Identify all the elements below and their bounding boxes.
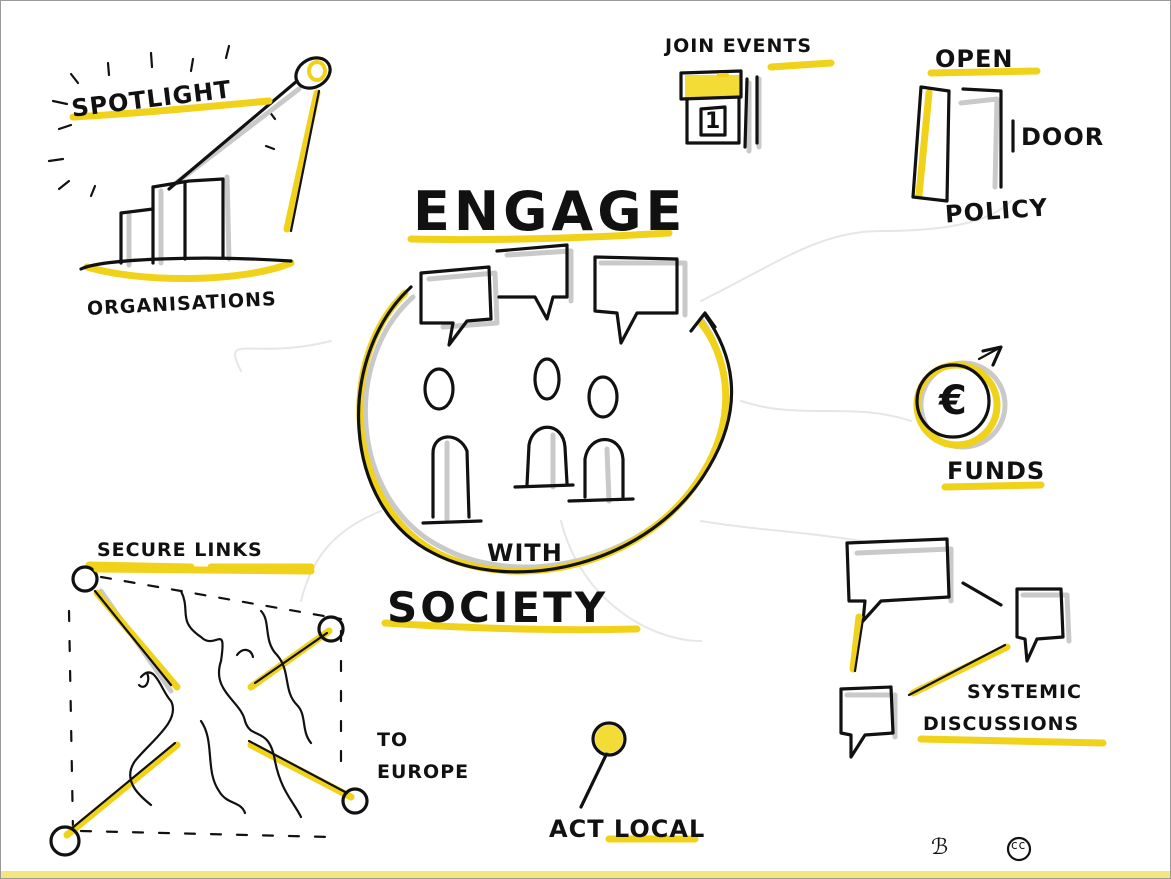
funds-underline [941, 481, 1045, 491]
speech-bubble-icon [419, 243, 688, 347]
creative-commons-icon [1006, 836, 1032, 862]
society-underline [381, 619, 641, 634]
society-title: SOCIETY [387, 583, 609, 632]
join-events-underline [767, 59, 835, 71]
euro-symbol: € [939, 378, 968, 424]
secure-links-underline [93, 565, 315, 575]
funds-label: FUNDS [947, 457, 1046, 485]
background-connectors [234, 200, 1012, 642]
map-pin-icon [579, 721, 627, 809]
door-label: DOOR [1021, 123, 1105, 151]
engage-underline [407, 229, 673, 244]
to-label: TO [377, 729, 409, 751]
europe-label: EUROPE [377, 761, 470, 783]
calendar-icon [679, 69, 762, 154]
euro-coin-icon [913, 345, 1008, 450]
act-local-label: ACT LOCAL [549, 815, 706, 843]
engage-title: ENGAGE [413, 180, 687, 243]
spotlight-icon [47, 44, 332, 233]
cc-label: cc [1011, 838, 1027, 852]
systemic-label: SYSTEMIC [967, 681, 1082, 703]
discussions-label: DISCUSSIONS [923, 713, 1080, 735]
artist-signature: ℬ [931, 835, 950, 860]
discussions-underline [917, 735, 1107, 747]
europe-map-icon [49, 561, 369, 857]
speech-bubble-icon [839, 537, 1072, 759]
spotlight-underline [69, 97, 273, 121]
cycle-arrow-icon [356, 285, 734, 575]
join-events-label: JOIN EVENTS [665, 35, 813, 57]
calendar-day-label: 1 [705, 109, 722, 134]
open-label: OPEN [935, 45, 1014, 73]
podium-icon [79, 174, 295, 283]
secure-links-label: SECURE LINKS [97, 539, 263, 561]
policy-label: POLICY [944, 193, 1050, 229]
person-icon [421, 357, 635, 525]
bottom-highlight-strip [1, 871, 1170, 878]
open-door-icon [911, 85, 1015, 203]
with-label: WITH [487, 539, 563, 567]
open-underline [927, 67, 1041, 77]
